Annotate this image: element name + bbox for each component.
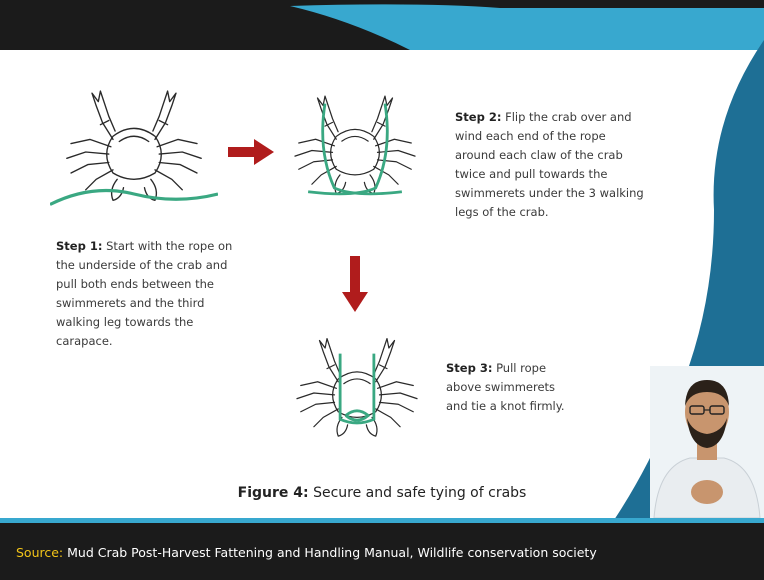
step3-text: Step 3: Pull rope above swimmerets and t…: [446, 359, 576, 416]
rope: [308, 104, 387, 194]
step1-description: Start with the rope on the underside of …: [56, 239, 232, 348]
figure-caption-text: Secure and safe tying of crabs: [309, 485, 527, 501]
source-text: Mud Crab Post-Harvest Fattening and Hand…: [63, 545, 597, 560]
step3-label: Step 3:: [446, 361, 492, 375]
rope: [340, 354, 374, 423]
rope: [346, 411, 369, 420]
step1-text: Step 1: Start with the rope on the under…: [56, 237, 236, 351]
rope: [50, 191, 218, 205]
arrow-right: [228, 139, 274, 165]
step1-label: Step 1:: [56, 239, 102, 253]
crab-illustration-step3: [282, 328, 432, 458]
step2-label: Step 2:: [455, 110, 501, 124]
footer-accent-line: [0, 518, 764, 523]
figure-caption-label: Figure 4:: [238, 485, 309, 501]
step2-description: Flip the crab over and wind each end of …: [455, 110, 644, 219]
presenter-video: [650, 366, 764, 518]
source-citation: Source: Mud Crab Post-Harvest Fattening …: [16, 545, 597, 560]
rope: [323, 104, 402, 194]
source-label: Source:: [16, 545, 63, 560]
crab-illustration-step1: [50, 62, 218, 242]
crab-illustration-step2: [280, 68, 430, 233]
footer-bar: Source: Mud Crab Post-Harvest Fattening …: [0, 518, 764, 580]
step2-text: Step 2: Flip the crab over and wind each…: [455, 108, 645, 222]
arrow-down: [342, 256, 368, 312]
